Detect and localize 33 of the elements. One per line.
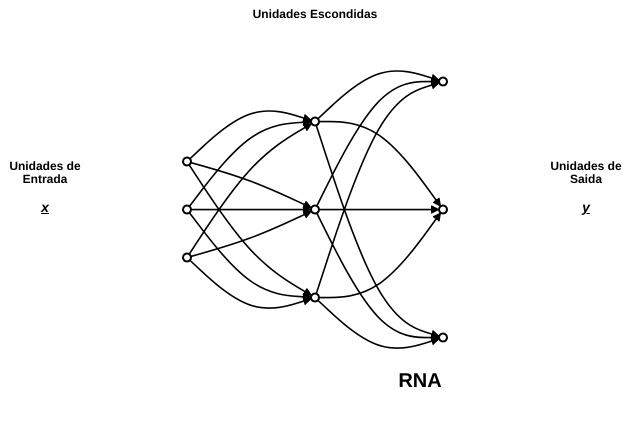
arrow [191, 206, 312, 214]
layer-heading: Unidades Escondidas [252, 8, 378, 22]
node-circle [182, 205, 192, 215]
network-label: RNA [397, 370, 443, 392]
arrow [188, 118, 312, 208]
arrow [319, 212, 442, 299]
arrow [317, 300, 440, 350]
variable-label: x [40, 200, 50, 216]
node-circle [438, 333, 448, 343]
arrow [319, 121, 442, 208]
node-circle [182, 253, 192, 263]
variable-label: y [580, 200, 592, 216]
arrow [188, 164, 312, 296]
layer-heading: Unidades de Saida [549, 160, 623, 186]
arrow [319, 206, 440, 214]
arrow [188, 212, 312, 302]
arrow [317, 70, 440, 120]
arrow [315, 126, 440, 339]
node-circle [438, 205, 448, 215]
arrow [190, 162, 312, 209]
arrow [189, 260, 312, 310]
arrow [188, 124, 312, 256]
node-circle [438, 77, 448, 87]
arrow [316, 213, 440, 342]
arrow [189, 110, 312, 160]
layer-heading: Unidades de Entrada [8, 160, 82, 186]
node-circle [310, 293, 320, 303]
node-circle [310, 117, 320, 127]
arrow [316, 78, 440, 207]
arrow [190, 211, 312, 258]
arrow [315, 81, 440, 294]
node-circle [310, 205, 320, 215]
node-circle [182, 157, 192, 167]
